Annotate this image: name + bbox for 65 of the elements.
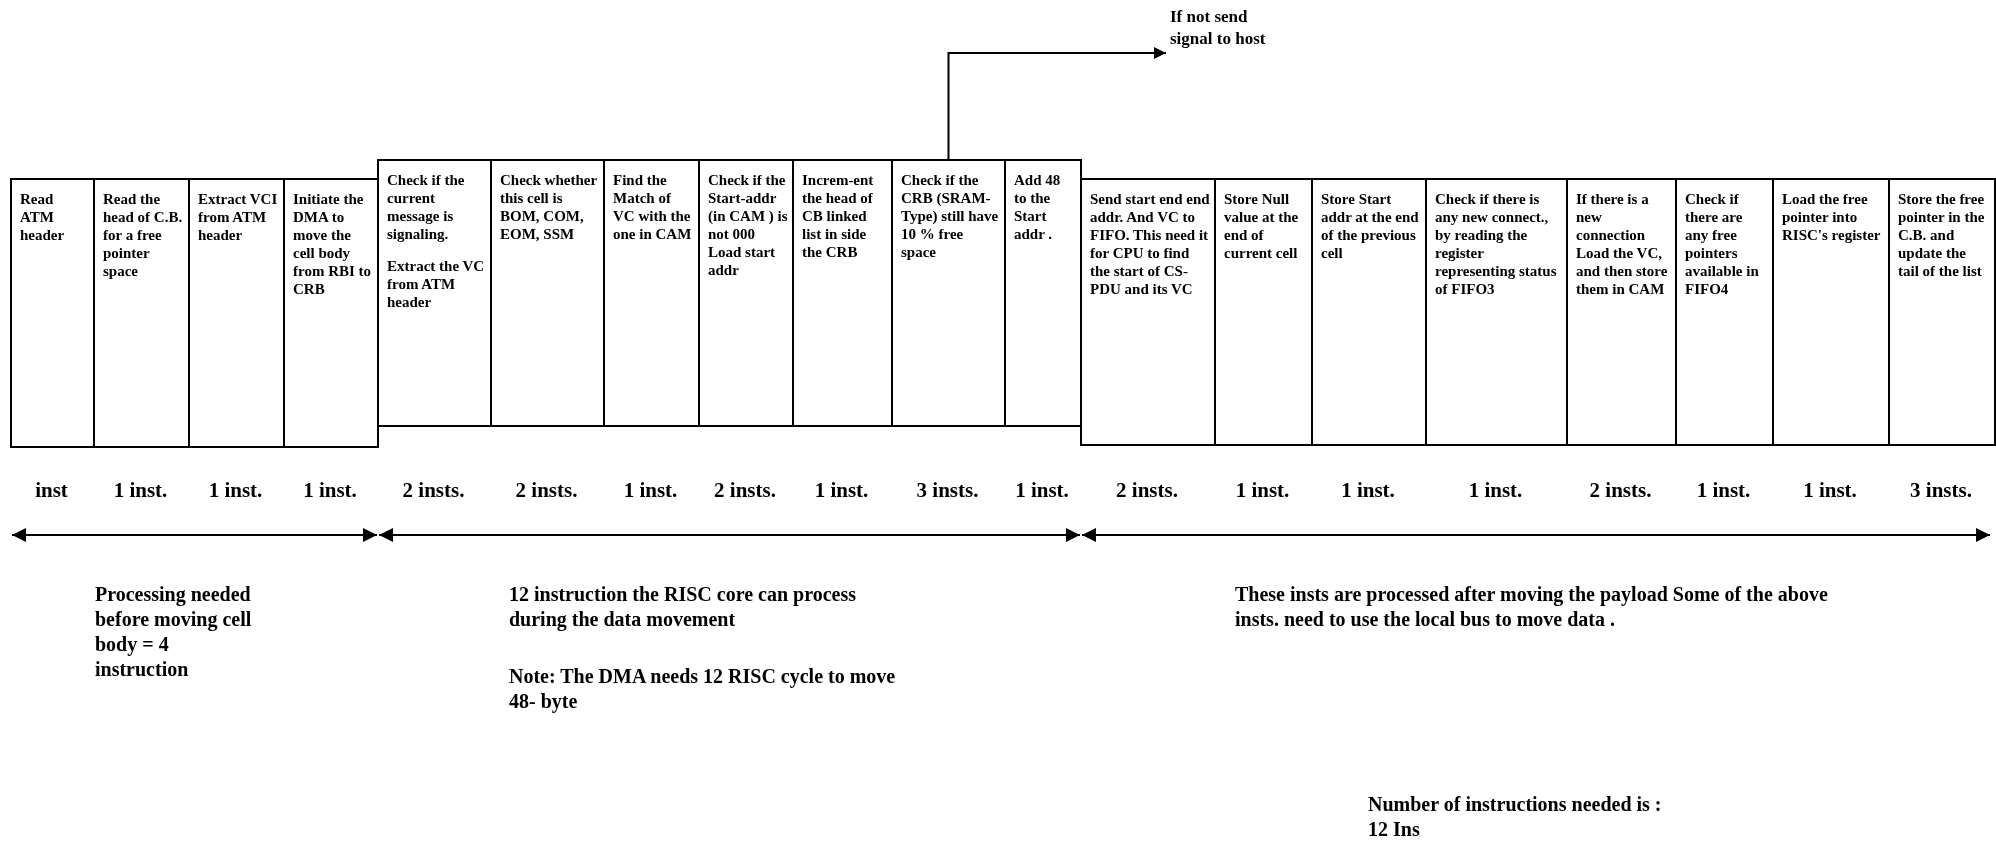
step-text: Store Start addr at the end of the previous cell (1321, 190, 1420, 262)
note-text: Processing needed before moving cell body = 4 instruction (95, 582, 253, 682)
note-text: Number of instructions needed is : 12 Ins (1368, 792, 1663, 842)
step-box (1004, 159, 1082, 427)
step-text: Check if there is any new connect., by reading the register representing status of FIFO3 (1435, 190, 1558, 298)
step-text: Initiate the DMA to move the cell body from RBI to CRB (293, 190, 373, 298)
step-text: Store the free pointer in the C.B. and update the tail of the list (1898, 190, 1986, 280)
step-text: Load the free pointer into RISC's register (1782, 190, 1882, 244)
step-text: Check whether this cell is BOM, COM, EOM, SSM (500, 171, 598, 243)
instruction-count: 2 insts. (1589, 478, 1652, 503)
instruction-count: 1 inst. (208, 478, 263, 503)
instruction-count: inst (35, 478, 68, 503)
step-box (1566, 178, 1677, 446)
step-text: Check if the current message is signaling. (387, 171, 466, 243)
step-text: Increm-ent the head of CB linked list in side the CRB (802, 171, 875, 261)
step-text: Add 48 to the Start addr . (1014, 171, 1062, 243)
note-text: These insts are processed after moving the payload Some of the above insts. need to use the local bus to move data . (1235, 582, 1829, 632)
arrow (947, 47, 1167, 160)
step-text: Find the Match of VC with the one in CAM (613, 171, 693, 243)
step-text: Check if there are any free pointers available in FIFO4 (1685, 190, 1760, 298)
step-box (188, 178, 285, 448)
instruction-count: 1 inst. (814, 478, 869, 503)
instruction-count: 1 inst. (1015, 478, 1069, 503)
step-box (1888, 178, 1996, 446)
step-text: Extract VCI from ATM header (198, 190, 279, 244)
instruction-count: 2 insts. (714, 478, 776, 503)
step-box (698, 159, 794, 427)
step-box (1425, 178, 1568, 446)
step-box (1214, 178, 1313, 446)
step-box (10, 178, 95, 448)
instruction-count: 1 inst. (1341, 478, 1395, 503)
step-box (1675, 178, 1774, 446)
step-text: Read ATM header (20, 190, 66, 244)
step-box (1772, 178, 1890, 446)
step-box (93, 178, 190, 448)
instruction-count: 1 inst. (1235, 478, 1290, 503)
step-box (283, 178, 379, 448)
step-text: Store Null value at the end of current cell (1224, 190, 1300, 262)
instruction-count: 2 insts. (1116, 478, 1178, 503)
step-text: Send start end end addr. And VC to FIFO. This need it for CPU to find the start of CS-PDU and its VC (1090, 190, 1210, 298)
step-text: Read the head of C.B. for a free pointer space (103, 190, 184, 280)
note-text: Note: The DMA needs 12 RISC cycle to move 48- byte (509, 664, 897, 714)
step-box (792, 159, 893, 427)
instruction-count: 3 insts. (916, 478, 979, 503)
instruction-count: 1 inst. (113, 478, 168, 503)
step-text: Check if the CRB (SRAM-Type) still have 10 % free space (901, 171, 1000, 261)
step-box (1311, 178, 1427, 446)
instruction-count: 2 insts. (515, 478, 578, 503)
instruction-count: 1 inst. (1803, 478, 1857, 503)
step-box (377, 159, 492, 427)
step-box (1080, 178, 1216, 446)
step-text: Check if the Start-addr (in CAM ) is not 000 Load start addr (708, 171, 788, 279)
note-text: If not send signal to host (1170, 6, 1270, 50)
step-text: If there is a new connection Load the VC, and then store them in CAM (1576, 190, 1669, 298)
instruction-count: 1 inst. (303, 478, 357, 503)
instruction-count: 1 inst. (1696, 478, 1751, 503)
note-text: 12 instruction the RISC core can process during the data movement (509, 582, 858, 632)
instruction-count: 3 insts. (1910, 478, 1972, 503)
step-text: Extract the VC from ATM header (387, 257, 486, 311)
step-box (603, 159, 700, 427)
step-box (490, 159, 605, 427)
instruction-count: 2 insts. (402, 478, 465, 503)
instruction-count: 1 inst. (1468, 478, 1523, 503)
instruction-count: 1 inst. (623, 478, 678, 503)
step-box (891, 159, 1006, 427)
